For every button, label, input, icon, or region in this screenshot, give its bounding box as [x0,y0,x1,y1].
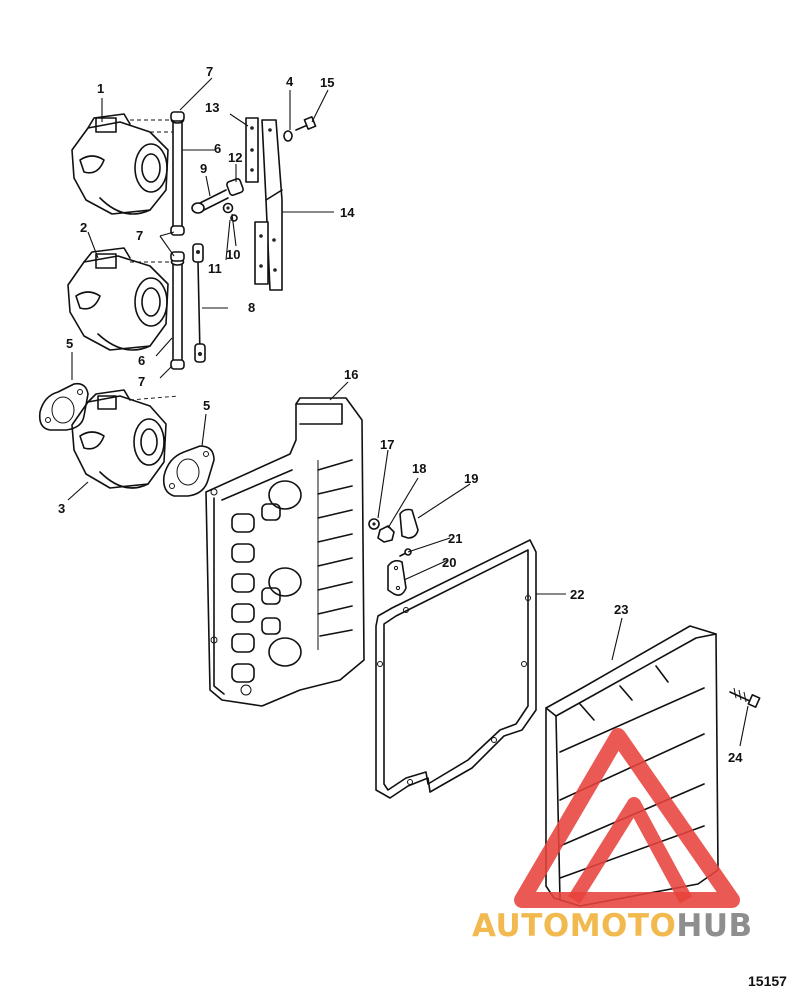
logo-text-part2: HUB [676,908,753,944]
throttle-arm-13 [245,117,259,183]
callout-12: 12 [228,150,242,165]
callout-4: 4 [286,74,294,89]
logo-triangle-inner [568,797,693,904]
callout-18: 18 [412,461,426,476]
washer-17 [368,518,380,530]
bushings [170,111,185,370]
carburetor-3 [71,389,179,489]
callout-7-top: 7 [206,64,213,79]
logo-triangle-outer [514,728,740,908]
callout-3: 3 [58,501,65,516]
callout-7-bottom: 7 [138,374,145,389]
callout-20: 20 [442,555,456,570]
throttle-shaft-upper [170,116,185,233]
callout-2: 2 [80,220,87,235]
carburetor-gasket-left [38,382,89,431]
washer-10-11 [222,202,238,222]
callout-13: 13 [205,100,219,115]
carburetor-2 [67,247,178,351]
nut-18 [377,525,395,543]
link-block [254,221,269,285]
callout-11: 11 [208,261,222,276]
leader-lines [67,77,749,747]
lever-pin [191,189,229,214]
screw-24 [729,687,761,708]
throttle-shaft-lower [170,258,185,365]
callout-19: 19 [464,471,478,486]
screw-15 [295,116,317,131]
callout-17: 17 [380,437,394,452]
throttle-arm-14 [261,119,283,291]
callout-10: 10 [226,247,240,262]
manifold-gasket [375,539,537,799]
callout-15: 15 [320,75,334,90]
callout-5-right: 5 [203,398,210,413]
cover-19 [399,508,419,539]
callout-6-upper: 6 [214,141,221,156]
callout-1: 1 [97,81,104,96]
callout-23: 23 [614,602,628,617]
automotohub-logo-text: AUTOMOTOHUB [472,908,753,944]
screw-21 [399,548,412,557]
callout-5-left: 5 [66,336,73,351]
link-rod [192,243,206,363]
callout-9: 9 [200,161,207,176]
intake-manifold [205,397,365,707]
carburetor-1 [71,113,182,215]
carburetor-gasket-right [162,445,215,497]
figure-number: 15157 [748,973,787,989]
callout-21: 21 [448,531,462,546]
automotohub-logo-graphic [514,728,740,908]
callout-14: 14 [340,205,355,220]
manifold-bosses [231,503,281,683]
callout-22: 22 [570,587,584,602]
logo-text-part1: AUTOMOTO [472,908,677,944]
callout-6-lower: 6 [138,353,145,368]
callout-24: 24 [728,750,743,765]
check-valve-20 [387,559,407,596]
spacer-12 [226,178,244,196]
callout-8: 8 [248,300,255,315]
washer-4 [283,130,293,142]
callout-16: 16 [344,367,358,382]
callout-7-middle: 7 [136,228,143,243]
callout-labels: 1 2 3 4 5 5 6 6 7 7 7 8 9 10 11 12 13 14… [58,64,743,765]
